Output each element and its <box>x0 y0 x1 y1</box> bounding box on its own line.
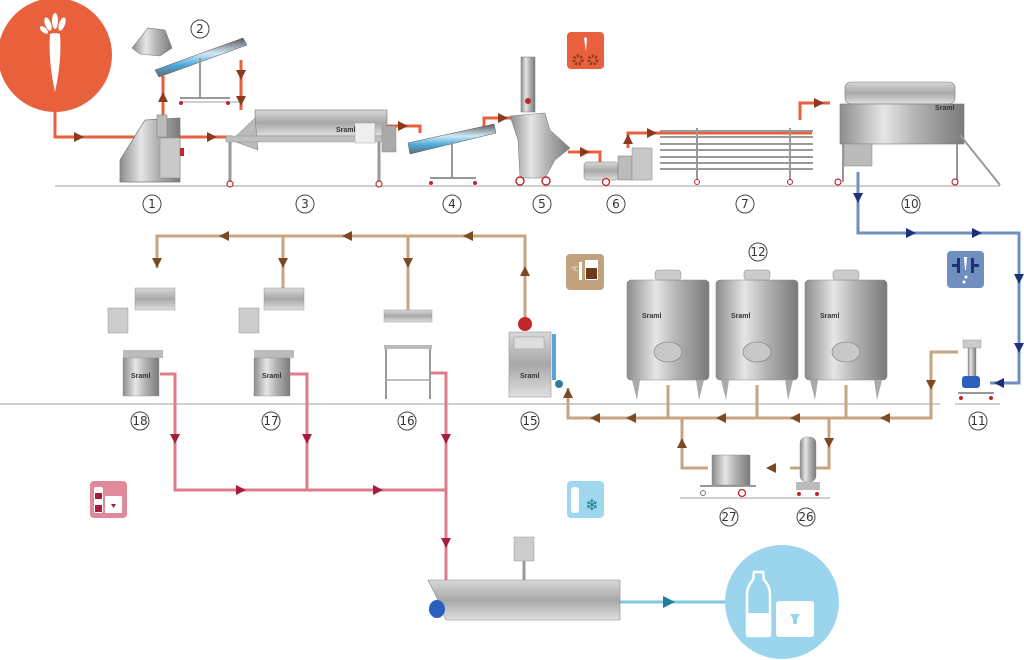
grinding-badge <box>567 32 604 69</box>
tank: Sraml <box>715 269 799 400</box>
station-4-label: 4 <box>442 194 462 214</box>
heating-badge: °C <box>566 254 604 290</box>
machine-10-press: Sraml <box>834 81 1001 186</box>
machine-4-elevator <box>407 123 497 185</box>
svg-text:11: 11 <box>970 414 985 428</box>
machine-2-elevator <box>131 27 248 105</box>
station-3-label: 3 <box>295 194 315 214</box>
svg-text:17: 17 <box>263 414 278 428</box>
machine-11-filter-pump <box>958 339 994 400</box>
svg-text:3: 3 <box>301 197 309 211</box>
cooled-product-line <box>618 596 730 608</box>
station-18-label: 18 <box>130 411 150 431</box>
heating-unit-label: °C <box>571 266 578 273</box>
station-10-label: 10 <box>901 194 921 214</box>
svg-text:1: 1 <box>148 197 156 211</box>
station-7-label: 7 <box>735 194 755 214</box>
brand-logo: Sraml <box>336 127 356 134</box>
brand-logo: Sraml <box>262 373 282 380</box>
machine-5-mill <box>509 56 571 186</box>
machine-16-filler <box>383 309 433 399</box>
svg-text:16: 16 <box>399 414 414 428</box>
machine-27-plate-filter <box>700 454 756 498</box>
station-2-label: 2 <box>190 19 210 39</box>
bottling-badge <box>90 481 127 518</box>
machine-7-heat-exchanger <box>660 128 813 185</box>
filtered-juice-arrows <box>853 193 1024 388</box>
cooling-badge: ❄ <box>567 481 604 518</box>
bottling-arrows <box>170 434 451 548</box>
station-labels: 1 2 3 4 5 6 7 10 11 12 15 16 17 18 26 27 <box>130 19 988 527</box>
machine-1-crusher <box>119 114 184 183</box>
station-15-label: 15 <box>520 411 540 431</box>
machine-26-cartridge-filter <box>796 436 820 496</box>
machine-cooling-tunnel <box>427 536 621 621</box>
tank: Sraml <box>626 269 710 400</box>
tank: Sraml <box>804 269 888 400</box>
svg-text:10: 10 <box>903 197 918 211</box>
machine-12-tanks: Sraml Sraml Sraml <box>626 269 888 400</box>
brand-logo: Sraml <box>520 373 540 380</box>
svg-text:26: 26 <box>798 510 813 524</box>
raw-juice-arrows <box>74 70 824 157</box>
machine-17-filler: Sraml <box>238 287 305 397</box>
brand-logo: Sraml <box>820 313 840 320</box>
station-16-label: 16 <box>397 411 417 431</box>
bottling-line <box>160 371 448 580</box>
machine-18-filler: Sraml <box>107 287 176 397</box>
svg-text:7: 7 <box>741 197 749 211</box>
filtered-juice-line <box>856 172 1021 385</box>
brand-logo: Sraml <box>642 313 662 320</box>
station-27-label: 27 <box>719 507 739 527</box>
svg-text:6: 6 <box>612 197 620 211</box>
brand-logo: Sraml <box>731 313 751 320</box>
svg-text:15: 15 <box>522 414 537 428</box>
filtration-badge <box>947 251 984 288</box>
station-17-label: 17 <box>261 411 281 431</box>
storage-line <box>155 234 958 470</box>
svg-text:27: 27 <box>721 510 736 524</box>
svg-text:4: 4 <box>448 197 456 211</box>
floor-lines <box>0 101 1000 499</box>
raw-material-badge <box>0 0 112 112</box>
station-5-label: 5 <box>532 194 552 214</box>
final-product-badge <box>725 545 839 659</box>
machine-3-washer: Sraml <box>225 109 397 188</box>
station-12-label: 12 <box>748 242 768 262</box>
station-1-label: 1 <box>142 194 162 214</box>
machine-15-pasteurizer: Sraml <box>508 317 563 398</box>
storage-arrows <box>152 231 936 473</box>
svg-text:18: 18 <box>132 414 147 428</box>
svg-text:5: 5 <box>538 197 546 211</box>
station-26-label: 26 <box>796 507 816 527</box>
station-11-label: 11 <box>968 411 988 431</box>
carrot-icon <box>39 13 66 92</box>
station-6-label: 6 <box>606 194 626 214</box>
svg-text:12: 12 <box>750 245 765 259</box>
machine-6-pump <box>583 147 653 187</box>
svg-text:2: 2 <box>196 22 204 36</box>
brand-logo: Sraml <box>131 373 151 380</box>
brand-logo: Sraml <box>935 105 955 112</box>
svg-text:❄: ❄ <box>585 496 598 515</box>
